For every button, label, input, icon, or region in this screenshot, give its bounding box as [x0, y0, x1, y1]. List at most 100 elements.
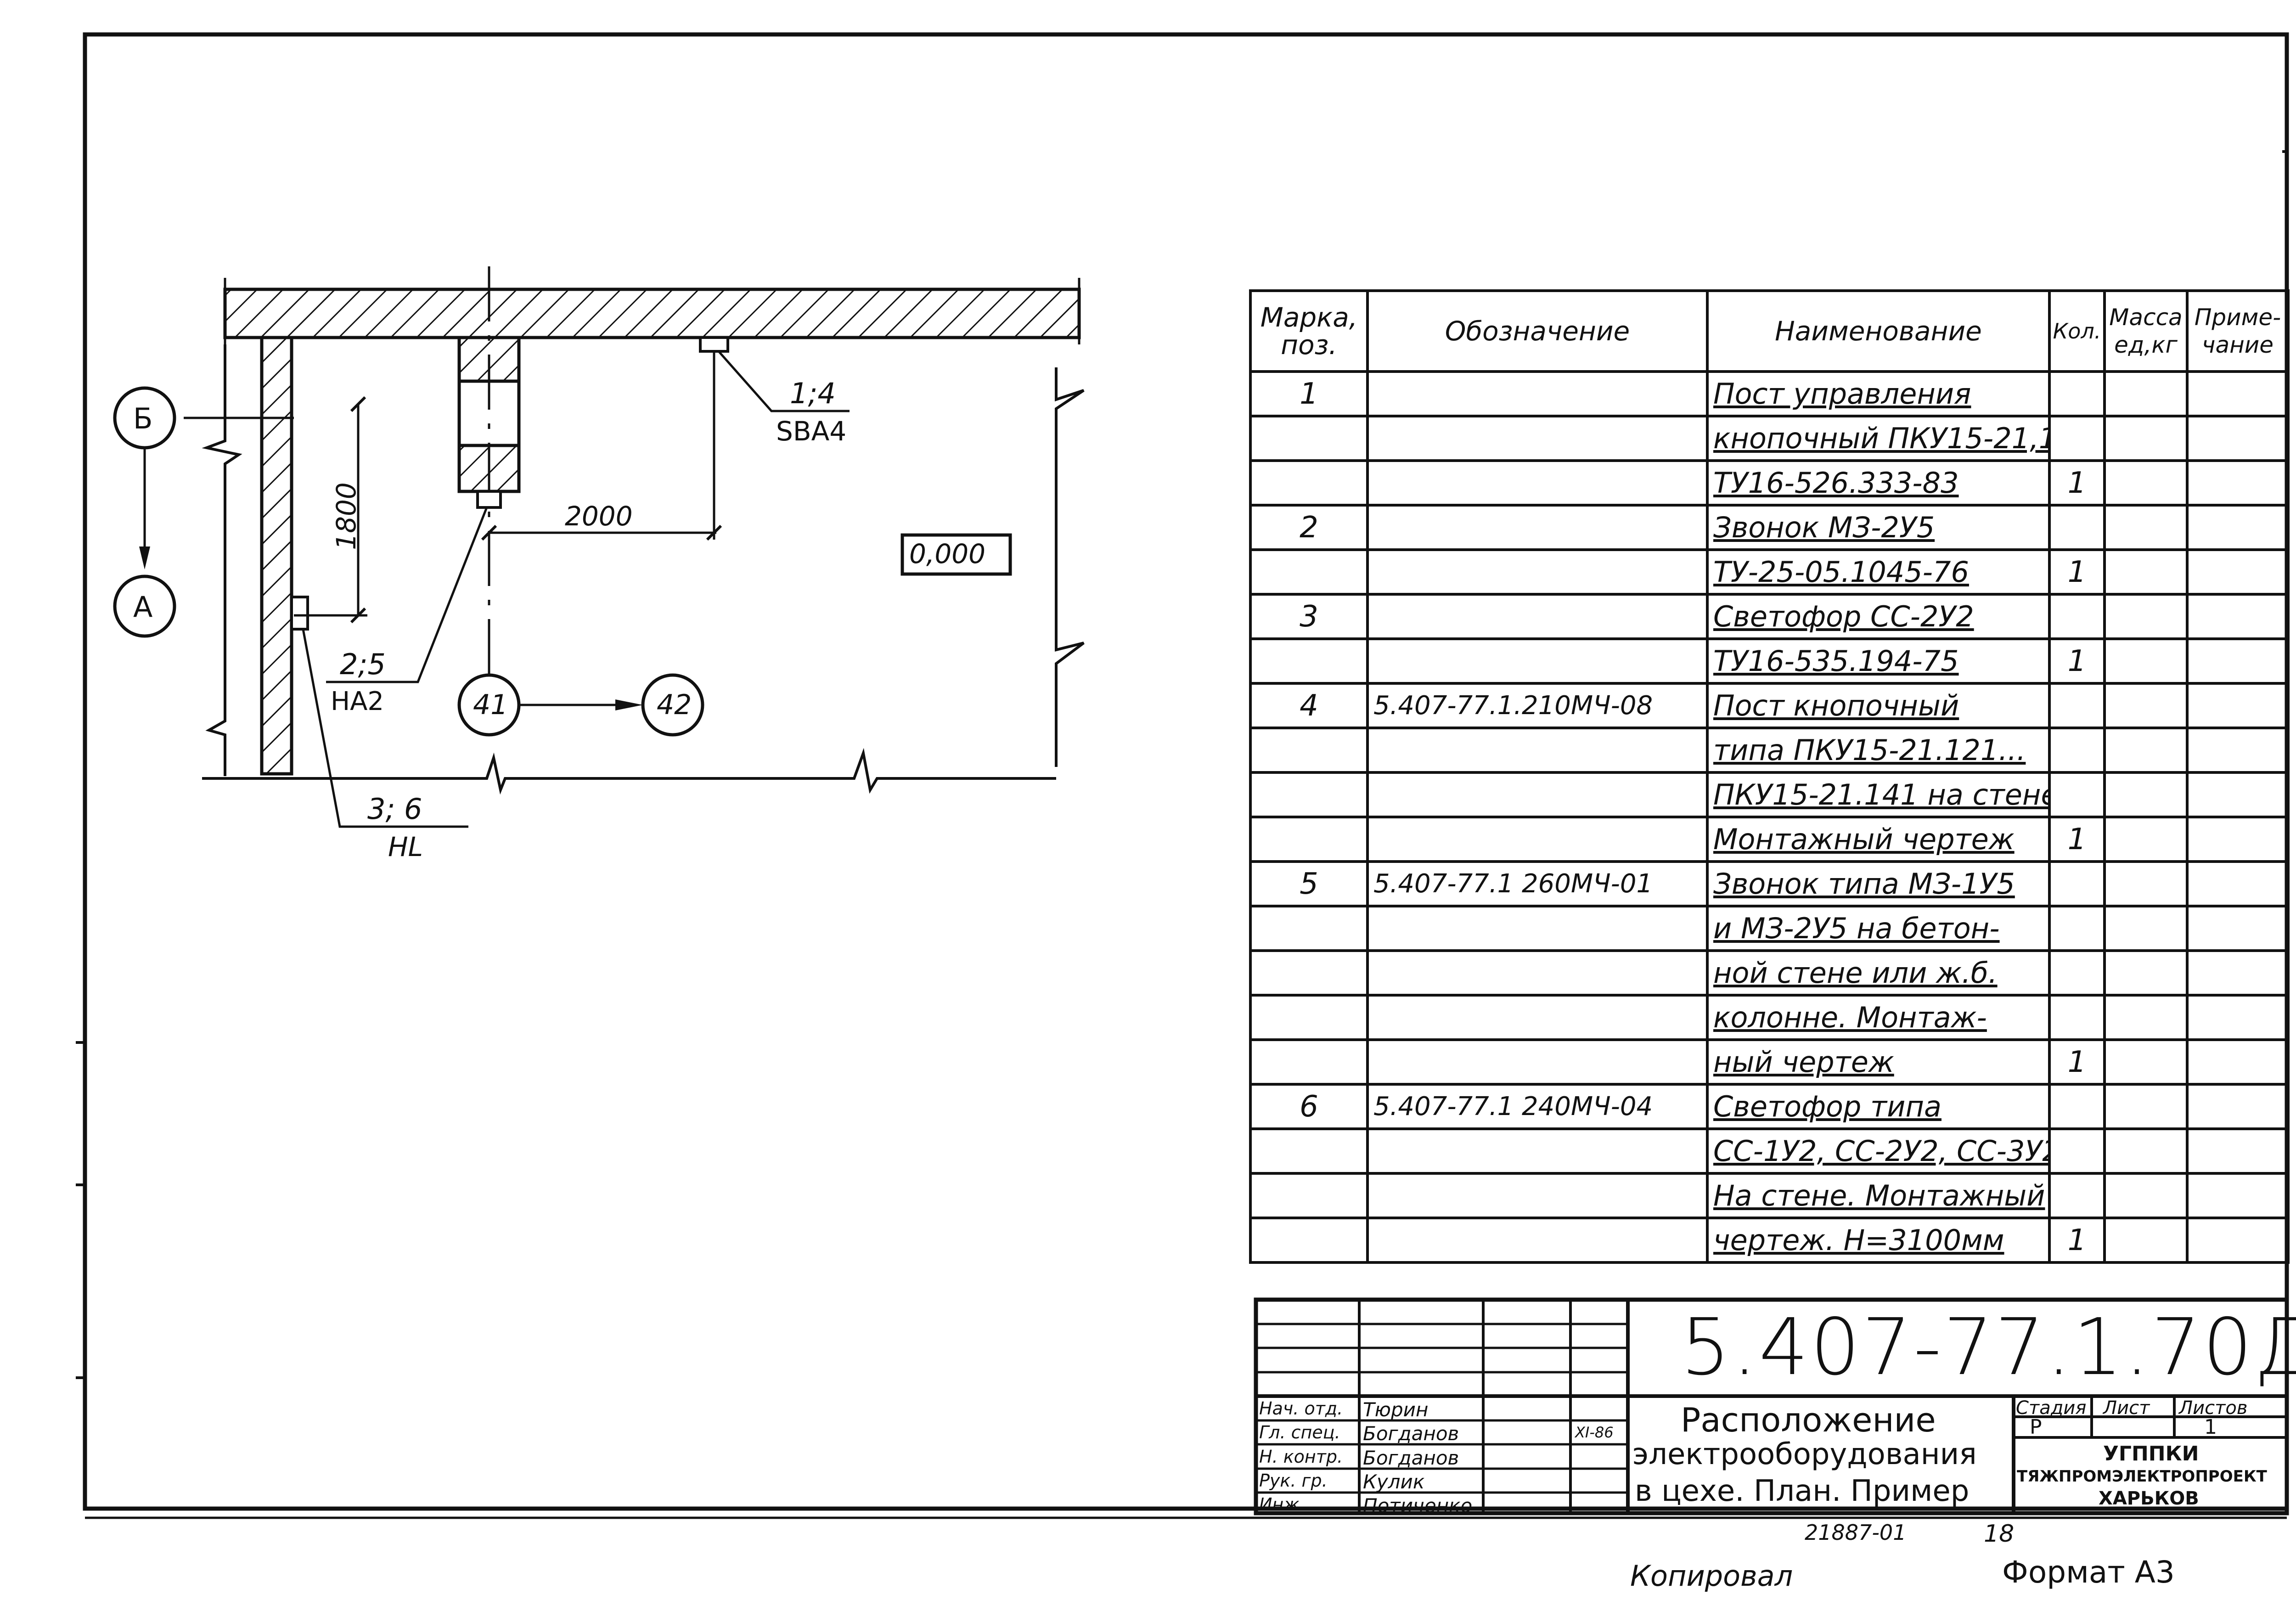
- cell-name: Пост кнопочный: [1706, 682, 2051, 729]
- cell-note: [2186, 682, 2290, 729]
- top-wall: [223, 287, 1081, 339]
- cell-position: [1249, 727, 1369, 774]
- cell-name: ный чертеж: [1706, 1038, 2051, 1086]
- cell-designation: [1366, 994, 1709, 1041]
- leader-1: [718, 350, 850, 412]
- sheet-number: 18: [1984, 1520, 2015, 1548]
- cell-mass: [2103, 1217, 2189, 1264]
- cell-mass: [2103, 504, 2189, 551]
- cell-quantity: [2048, 370, 2106, 417]
- staff-role: Н. контр.: [1259, 1447, 1343, 1467]
- cell-name: ной стене или ж.б.: [1706, 949, 2051, 997]
- header-note: Приме- чание: [2186, 289, 2290, 373]
- cell-name: Монтажный чертеж: [1706, 816, 2051, 863]
- dimension-2000: 2000: [565, 501, 633, 532]
- cell-note: [2186, 370, 2290, 417]
- cell-quantity: [2048, 415, 2106, 462]
- cell-mass: [2103, 994, 2189, 1041]
- sheet-label: Лист: [2103, 1397, 2150, 1419]
- approval-date: XI-86: [1575, 1424, 1614, 1441]
- cell-mass: [2103, 1038, 2189, 1086]
- cell-note: [2186, 727, 2290, 774]
- cell-quantity: [2048, 682, 2106, 729]
- title-line-3: в цехе. План. Пример: [1635, 1474, 1970, 1508]
- cell-designation: [1366, 1127, 1709, 1175]
- cell-designation: [1366, 637, 1709, 685]
- cell-name: кнопочный ПКУ15-21,131-40УЗ: [1706, 415, 2051, 462]
- cell-quantity: [2048, 1083, 2106, 1130]
- cell-quantity: 1: [2048, 548, 2106, 596]
- cell-note: [2186, 949, 2290, 997]
- callout-1-pos: 1;4: [790, 377, 836, 410]
- cell-position: [1249, 1172, 1369, 1219]
- cell-position: [1249, 1217, 1369, 1264]
- org-line-2: ТЯЖПРОМЭЛЕКТРОПРОЕКТ: [2017, 1467, 2267, 1486]
- cell-quantity: 1: [2048, 1217, 2106, 1264]
- cell-designation: [1366, 504, 1709, 551]
- header-designation: Обозначение: [1366, 289, 1709, 373]
- cell-position: [1249, 548, 1369, 596]
- cell-note: [2186, 459, 2290, 507]
- cell-note: [2186, 637, 2290, 685]
- cell-name: Пост управления: [1706, 370, 2051, 417]
- cell-mass: [2103, 771, 2189, 818]
- cell-note: [2186, 816, 2290, 863]
- cell-name: ТУ16-535.194-75: [1706, 637, 2051, 685]
- table-row: колонне. Монтаж-: [1249, 994, 2290, 1041]
- table-row: кнопочный ПКУ15-21,131-40УЗ: [1249, 415, 2290, 462]
- cell-designation: 5.407-77.1 240МЧ-04: [1366, 1083, 1709, 1130]
- cell-mass: [2103, 1172, 2189, 1219]
- header-name: Наименование: [1706, 289, 2051, 373]
- cell-name: и МЗ-2У5 на бетон-: [1706, 905, 2051, 952]
- cell-position: 3: [1249, 593, 1369, 640]
- cell-designation: [1366, 370, 1709, 417]
- cell-position: [1249, 949, 1369, 997]
- title-line-2: электрооборудования: [1632, 1437, 1977, 1471]
- bottom-edge: [202, 748, 1056, 795]
- cell-note: [2186, 1083, 2290, 1130]
- table-row: и МЗ-2У5 на бетон-: [1249, 905, 2290, 952]
- cell-note: [2186, 1038, 2290, 1086]
- cell-quantity: [2048, 860, 2106, 907]
- cell-note: [2186, 504, 2290, 551]
- table-row: ПКУ15-21.141 на стене.: [1249, 771, 2290, 818]
- cell-designation: [1366, 727, 1709, 774]
- cell-position: [1249, 1038, 1369, 1086]
- callout-1-code: SBA4: [776, 416, 847, 447]
- cell-designation: [1366, 771, 1709, 818]
- axis-b-label: Б: [133, 402, 153, 435]
- axis-41-label: 41: [473, 689, 508, 721]
- cell-note: [2186, 1172, 2290, 1219]
- staff-name: Богданов: [1363, 1422, 1459, 1445]
- cell-position: [1249, 816, 1369, 863]
- cell-quantity: 1: [2048, 459, 2106, 507]
- cell-note: [2186, 771, 2290, 818]
- right-break: [1055, 367, 1085, 767]
- dimension-1800: 1800: [330, 482, 362, 550]
- cell-name: чертеж. Н=3100мм: [1706, 1217, 2051, 1264]
- cell-name: типа ПКУ15-21.121...: [1706, 727, 2051, 774]
- cell-note: [2186, 1127, 2290, 1175]
- cell-quantity: [2048, 949, 2106, 997]
- cell-quantity: 1: [2048, 1038, 2106, 1086]
- cell-designation: [1366, 949, 1709, 997]
- staff-role: Гл. спец.: [1259, 1422, 1340, 1442]
- cell-quantity: 1: [2048, 637, 2106, 685]
- cell-note: [2186, 593, 2290, 640]
- inventory-number: 21887-01: [1805, 1520, 1907, 1545]
- specification-table: Марка, поз. Обозначение Наименование Кол…: [1249, 289, 2290, 1264]
- left-break: [202, 344, 242, 776]
- cell-mass: [2103, 548, 2189, 596]
- staff-role: Рук. гр.: [1259, 1470, 1328, 1491]
- cell-designation: 5.407-77.1.210МЧ-08: [1366, 682, 1709, 729]
- cell-quantity: [2048, 1127, 2106, 1175]
- cell-quantity: [2048, 1172, 2106, 1219]
- staff-name: Потиченко: [1363, 1494, 1473, 1517]
- staff-name: Кулик: [1363, 1470, 1425, 1493]
- cell-position: [1249, 415, 1369, 462]
